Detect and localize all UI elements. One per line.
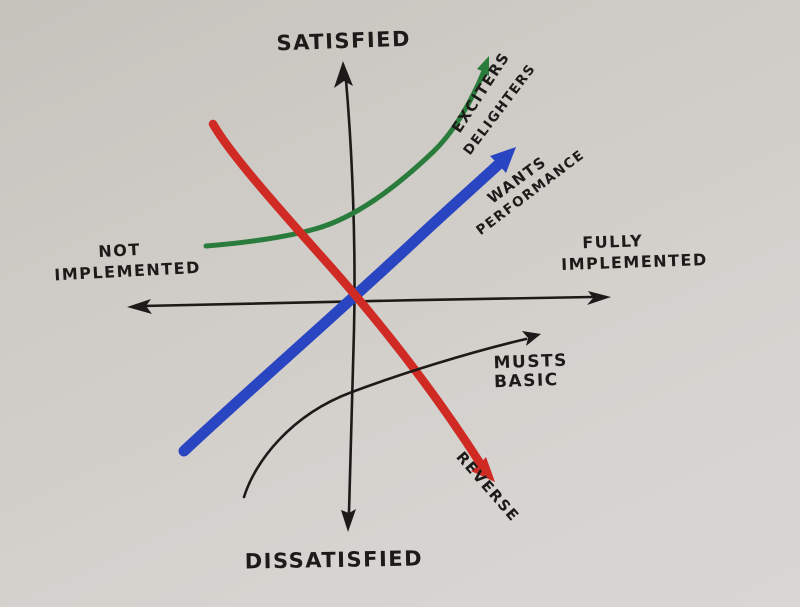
reverse-label: REVERSE [453,448,524,525]
vertical-axis-up-arrowhead-icon [334,61,353,88]
fully-implemented-line2: IMPLEMENTED [561,250,708,274]
not-implemented-line1: NOT [98,240,141,261]
not-implemented-label: NOT IMPLEMENTED [54,240,201,285]
horizontal-axis-right-arrowhead-icon [587,291,611,305]
performance-line-path [178,157,506,457]
wants-performance-line [178,147,516,457]
basic-label: BASIC [494,370,559,392]
horizontal-axis-left-arrowhead-icon [127,299,152,314]
vertical-axis [334,61,356,532]
fully-implemented-line1: FULLY [582,231,644,252]
musts-arrowhead-icon [522,331,541,346]
reverse-line-path [208,119,485,468]
fully-implemented-label: FULLY IMPLEMENTED [561,231,708,274]
musts-basic-curve [242,331,541,499]
musts-basic-label: MUSTS BASIC [493,351,568,393]
performance-arrowhead-icon [490,147,516,173]
exciters-arrowhead-icon [477,56,489,76]
satisfied-label: SATISFIED [276,27,411,56]
reverse-line [208,119,495,482]
not-implemented-line2: IMPLEMENTED [54,258,201,285]
musts-label: MUSTS [493,351,568,374]
vertical-axis-down-arrowhead-icon [341,509,356,532]
dissatisfied-label: DISSATISFIED [244,546,423,573]
vertical-axis-shaft [344,78,356,514]
musts-curve-path [242,337,528,499]
exciters-curve-path [203,68,487,249]
exciters-delighters-curve [203,56,489,249]
reverse-arrowhead-icon [471,457,495,482]
